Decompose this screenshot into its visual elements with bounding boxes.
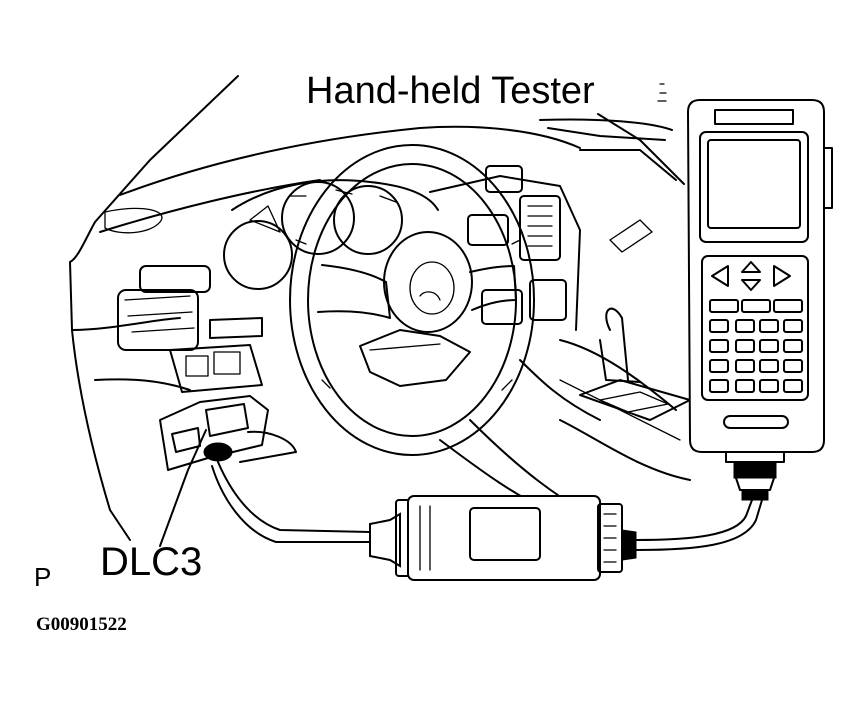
figure-code: G00901522 (36, 614, 127, 635)
interface-cable (211, 461, 763, 581)
view-marker: P (34, 562, 52, 592)
steering-wheel (289, 144, 535, 456)
tester-keypad (709, 299, 803, 393)
dashboard (69, 75, 691, 541)
tester-label: Hand-held Tester (306, 70, 595, 112)
hand-held-tester (597, 99, 833, 501)
dlc3-label: DLC3 (100, 540, 203, 584)
dlc3-leader-line (159, 429, 207, 547)
